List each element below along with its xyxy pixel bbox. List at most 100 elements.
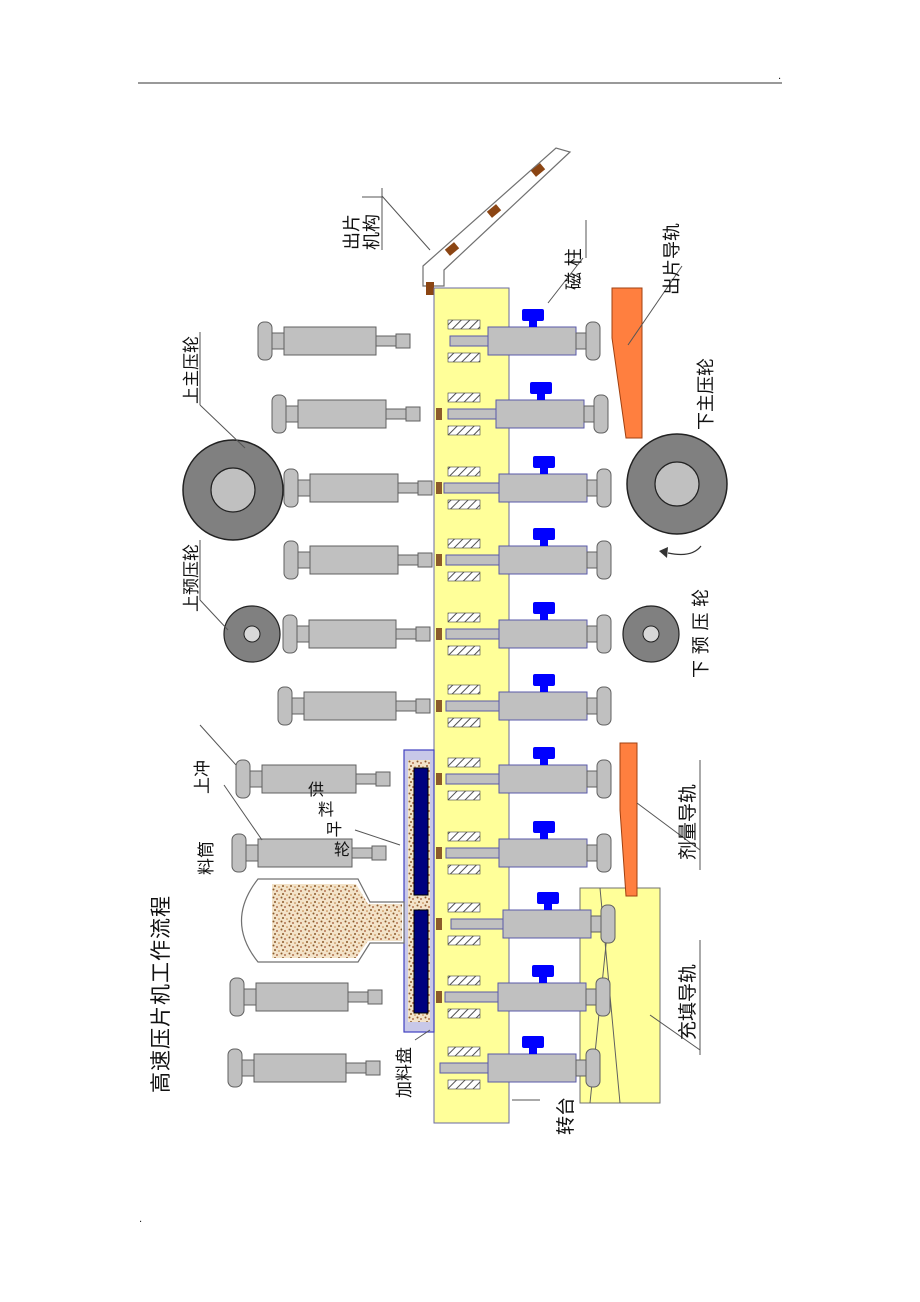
- magnet-block: [522, 309, 544, 321]
- label-underlines: [381, 188, 701, 1055]
- die-hatch-top: [447, 538, 481, 549]
- die-hatch-bottom: [447, 864, 481, 875]
- lower-punch-body: [498, 838, 588, 868]
- die-hatch-bottom: [447, 425, 481, 436]
- ejection-rail: [611, 287, 643, 439]
- magnet-block: [533, 602, 555, 614]
- label-feeding-tray: 加料盘: [395, 1047, 415, 1098]
- lower-punch-body: [498, 619, 588, 649]
- svg-text:出片导轨: 出片导轨: [662, 223, 683, 295]
- upper-punch-head: [283, 540, 299, 580]
- svg-text:剂量导轨: 剂量导轨: [677, 784, 699, 860]
- magnet-stem: [539, 975, 547, 983]
- svg-text:加料盘: 加料盘: [395, 1047, 415, 1098]
- lower-punch-neck: [586, 479, 598, 497]
- die-hatch-top: [447, 612, 481, 623]
- lower-punch-body: [498, 764, 588, 794]
- lower-punch-head: [585, 1048, 601, 1088]
- tablet-in-die: [436, 773, 442, 785]
- upper-punch-body: [253, 1053, 347, 1083]
- lower-punch-neck: [575, 1059, 587, 1077]
- lower-punch-head: [596, 686, 612, 726]
- svg-text:上主压轮: 上主压轮: [182, 336, 202, 404]
- lower-punch-stem: [444, 991, 499, 1003]
- tablet-in-die: [436, 554, 442, 566]
- label-lower-main-roller: 下主压轮: [696, 358, 717, 430]
- lower-punch-body: [498, 691, 588, 721]
- upper-punch-neck: [297, 551, 311, 569]
- lower-punch-stem: [447, 408, 497, 420]
- label-title: 高速压片机工作流程: [149, 895, 173, 1093]
- die-hatch-top: [447, 684, 481, 695]
- die-hatch-bottom: [447, 1008, 481, 1019]
- lower-punch-head: [585, 321, 601, 361]
- svg-text:供: 供: [308, 780, 324, 799]
- label-magnetic-column: 磁 柱: [564, 248, 585, 290]
- hopper: [240, 878, 405, 963]
- tablet-in-die: [436, 700, 442, 712]
- svg-text:机构: 机构: [362, 214, 383, 250]
- upper-punch-head: [227, 1048, 243, 1088]
- upper-punch-neck: [245, 844, 259, 862]
- die-hatch-top: [447, 975, 481, 986]
- magnet-block: [522, 1036, 544, 1048]
- upper-punch-stem: [347, 991, 369, 1003]
- upper-punch-body: [309, 545, 399, 575]
- magnet-stem: [540, 757, 548, 765]
- magnet-stem: [540, 466, 548, 474]
- header-dot: .: [778, 71, 781, 82]
- magnet-stem: [540, 538, 548, 546]
- tablet-in-die: [436, 847, 442, 859]
- magnet-block: [533, 456, 555, 468]
- upper-punch-body: [309, 473, 399, 503]
- svg-text:下 预 压 轮: 下 预 压 轮: [691, 589, 712, 678]
- upper-punch-tip: [371, 845, 387, 861]
- magnet-stem: [540, 612, 548, 620]
- upper-punch-tip: [415, 626, 431, 642]
- leader-lines: [199, 195, 701, 1101]
- magnet-block: [530, 382, 552, 394]
- svg-text:上预压轮: 上预压轮: [182, 544, 202, 612]
- upper-punch-stem: [397, 482, 419, 494]
- lower-punch-neck: [586, 770, 598, 788]
- svg-text:磁 柱: 磁 柱: [564, 248, 585, 290]
- upper-punch-head: [271, 394, 287, 434]
- upper-punch-stem: [397, 554, 419, 566]
- die-hatch-bottom: [447, 645, 481, 656]
- lower-punch-body: [487, 1053, 577, 1083]
- lower-punch-stem: [449, 335, 489, 347]
- lower-punch-body: [498, 473, 588, 503]
- lower-punch-stem: [443, 482, 500, 494]
- lower-punch-head: [596, 759, 612, 799]
- upper-punch-stem: [395, 628, 417, 640]
- lower-punch-neck: [575, 332, 587, 350]
- label-feeder-wheel: 供 料 叶 轮: [308, 780, 350, 859]
- lower-punch-head: [593, 394, 609, 434]
- lower-punch-neck: [586, 625, 598, 643]
- die-hatch-top: [447, 319, 481, 330]
- svg-text:高速压片机工作流程: 高速压片机工作流程: [149, 895, 173, 1093]
- label-upper-punch: 上冲: [193, 760, 213, 794]
- lower-punch-body: [487, 326, 577, 356]
- lower-punch-head: [596, 468, 612, 508]
- magnet-block: [533, 528, 555, 540]
- lower-punch-neck: [586, 551, 598, 569]
- label-upper-pre-roller: 上预压轮: [182, 544, 202, 612]
- tablet-in-die: [436, 991, 442, 1003]
- upper-punch-body: [308, 619, 397, 649]
- magnet-block: [533, 747, 555, 759]
- label-hopper: 料筒: [197, 841, 217, 875]
- magnet-block: [532, 965, 554, 977]
- svg-text:出片: 出片: [342, 214, 363, 250]
- lower-punch-body: [495, 399, 585, 429]
- label-ejection-rail: 出片导轨: [662, 223, 683, 295]
- lower-punch-neck: [583, 405, 595, 423]
- svg-text:料筒: 料筒: [197, 841, 217, 875]
- upper-punch-head: [257, 321, 273, 361]
- die-hatch-bottom: [447, 571, 481, 582]
- svg-text:充填导轨: 充填导轨: [677, 964, 699, 1040]
- die-hatch-top: [447, 757, 481, 768]
- dosage-rail: [619, 742, 638, 897]
- lower-punch-body: [502, 909, 592, 939]
- upper-punch-tip: [417, 552, 433, 568]
